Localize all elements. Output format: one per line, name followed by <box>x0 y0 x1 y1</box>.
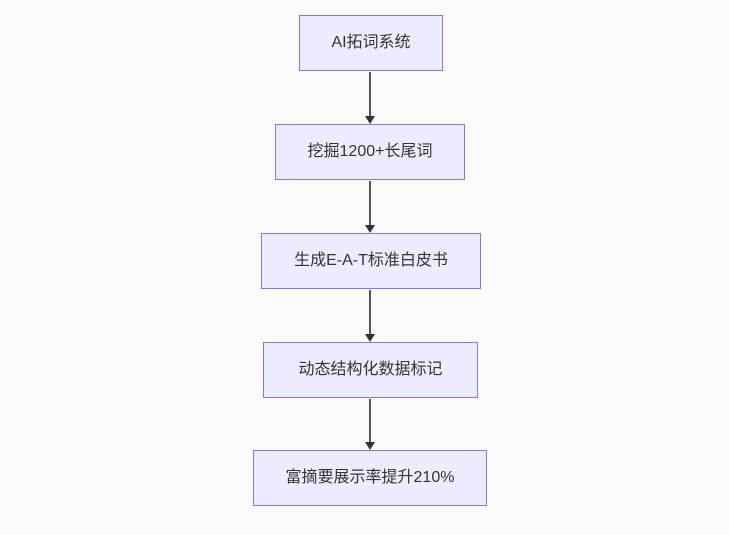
node-label: 动态结构化数据标记 <box>298 361 443 378</box>
arrow-head-icon <box>365 116 375 124</box>
arrow-line <box>369 72 371 118</box>
flowchart-arrow-4 <box>364 399 376 450</box>
flowchart-node-rich-snippet-rate: 富摘要展示率提升210% <box>253 450 487 506</box>
flowchart-node-longtail-keywords: 挖掘1200+长尾词 <box>275 124 465 180</box>
arrow-line <box>369 181 371 227</box>
flowchart-arrow-1 <box>364 72 376 124</box>
flowchart-node-structured-data-markup: 动态结构化数据标记 <box>263 342 478 398</box>
node-label: 生成E-A-T标准白皮书 <box>294 252 448 269</box>
node-label: 富摘要展示率提升210% <box>285 469 455 486</box>
node-label: AI拓词系统 <box>331 34 411 51</box>
flowchart-node-eat-whitepaper: 生成E-A-T标准白皮书 <box>261 233 481 289</box>
flowchart-arrow-3 <box>364 290 376 342</box>
arrow-head-icon <box>365 225 375 233</box>
arrow-line <box>369 399 371 444</box>
arrow-line <box>369 290 371 336</box>
arrow-head-icon <box>365 442 375 450</box>
arrow-head-icon <box>365 334 375 342</box>
flowchart-arrow-2 <box>364 181 376 233</box>
flowchart-node-ai-word-expansion: AI拓词系统 <box>299 15 443 71</box>
node-label: 挖掘1200+长尾词 <box>307 143 433 160</box>
